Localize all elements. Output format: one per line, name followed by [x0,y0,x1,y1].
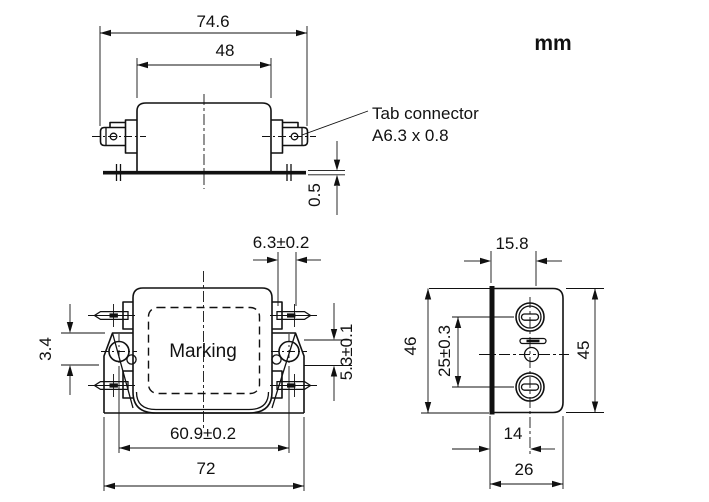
dim-hole-offset-left [61,304,105,395]
side-view [421,251,604,489]
callout-tab-connector-line2: A6.3 x 0.8 [372,126,449,145]
dim-plate-thickness [308,141,345,215]
left-mounting-flange [101,332,137,413]
right-tab-connector-top [262,119,316,154]
dim-hole-spacing [118,369,290,453]
dim-body-width [136,58,272,98]
dim-label-body-width: 48 [215,41,235,60]
filter-body-front-outline [132,287,273,392]
dim-plate-width [103,417,305,491]
filter-body-side-outline [494,287,564,414]
baseplate-side [489,286,495,415]
dim-hole-offset-right [304,303,352,401]
dim-label-body-depth: 26 [514,460,534,479]
dim-label-plate-width: 72 [196,459,216,478]
dim-label-plate-thickness: 0.5 [305,183,324,207]
dim-label-hole-offset-left: 3.4 [36,337,55,361]
dim-label-overall-width: 74.6 [196,12,230,31]
callout-leader-line [301,110,369,136]
callout-tab-connector-line1: Tab connector [372,104,479,123]
dim-label-hole-spacing: 60.9±0.2 [169,424,237,443]
dim-body-depth [490,416,564,489]
right-mounting-flange [271,332,307,413]
mounting-hole-marks [115,164,292,181]
dim-terminal-spacing [452,316,514,388]
dim-tab-width [253,252,321,306]
units-label: mm [534,32,572,55]
dim-label-body-height: 45 [574,340,593,360]
left-tab-connector-top [92,119,146,154]
front-view [61,252,352,491]
marking-area [147,306,261,395]
tab-connectors-front [88,304,317,397]
dim-face-to-centerline [452,416,555,489]
dim-plate-height [424,288,432,413]
dim-body-height [591,288,599,413]
dim-label-plate-height: 46 [401,336,420,356]
dim-face-to-tab [464,251,562,286]
dim-label-tab-width: 6.3±0.2 [252,233,310,252]
marking-label: Marking [169,341,237,362]
dim-label-face-to-centerline: 14 [503,424,523,443]
dim-label-face-to-tab: 15.8 [495,234,529,253]
dim-overall-width [99,26,308,126]
ground-tab-edge [519,337,547,345]
top-view [92,26,369,215]
dim-label-terminal-spacing: 25±0.3 [435,325,454,377]
dim-label-hole-offset-right: 5.3±0.1 [337,323,356,381]
